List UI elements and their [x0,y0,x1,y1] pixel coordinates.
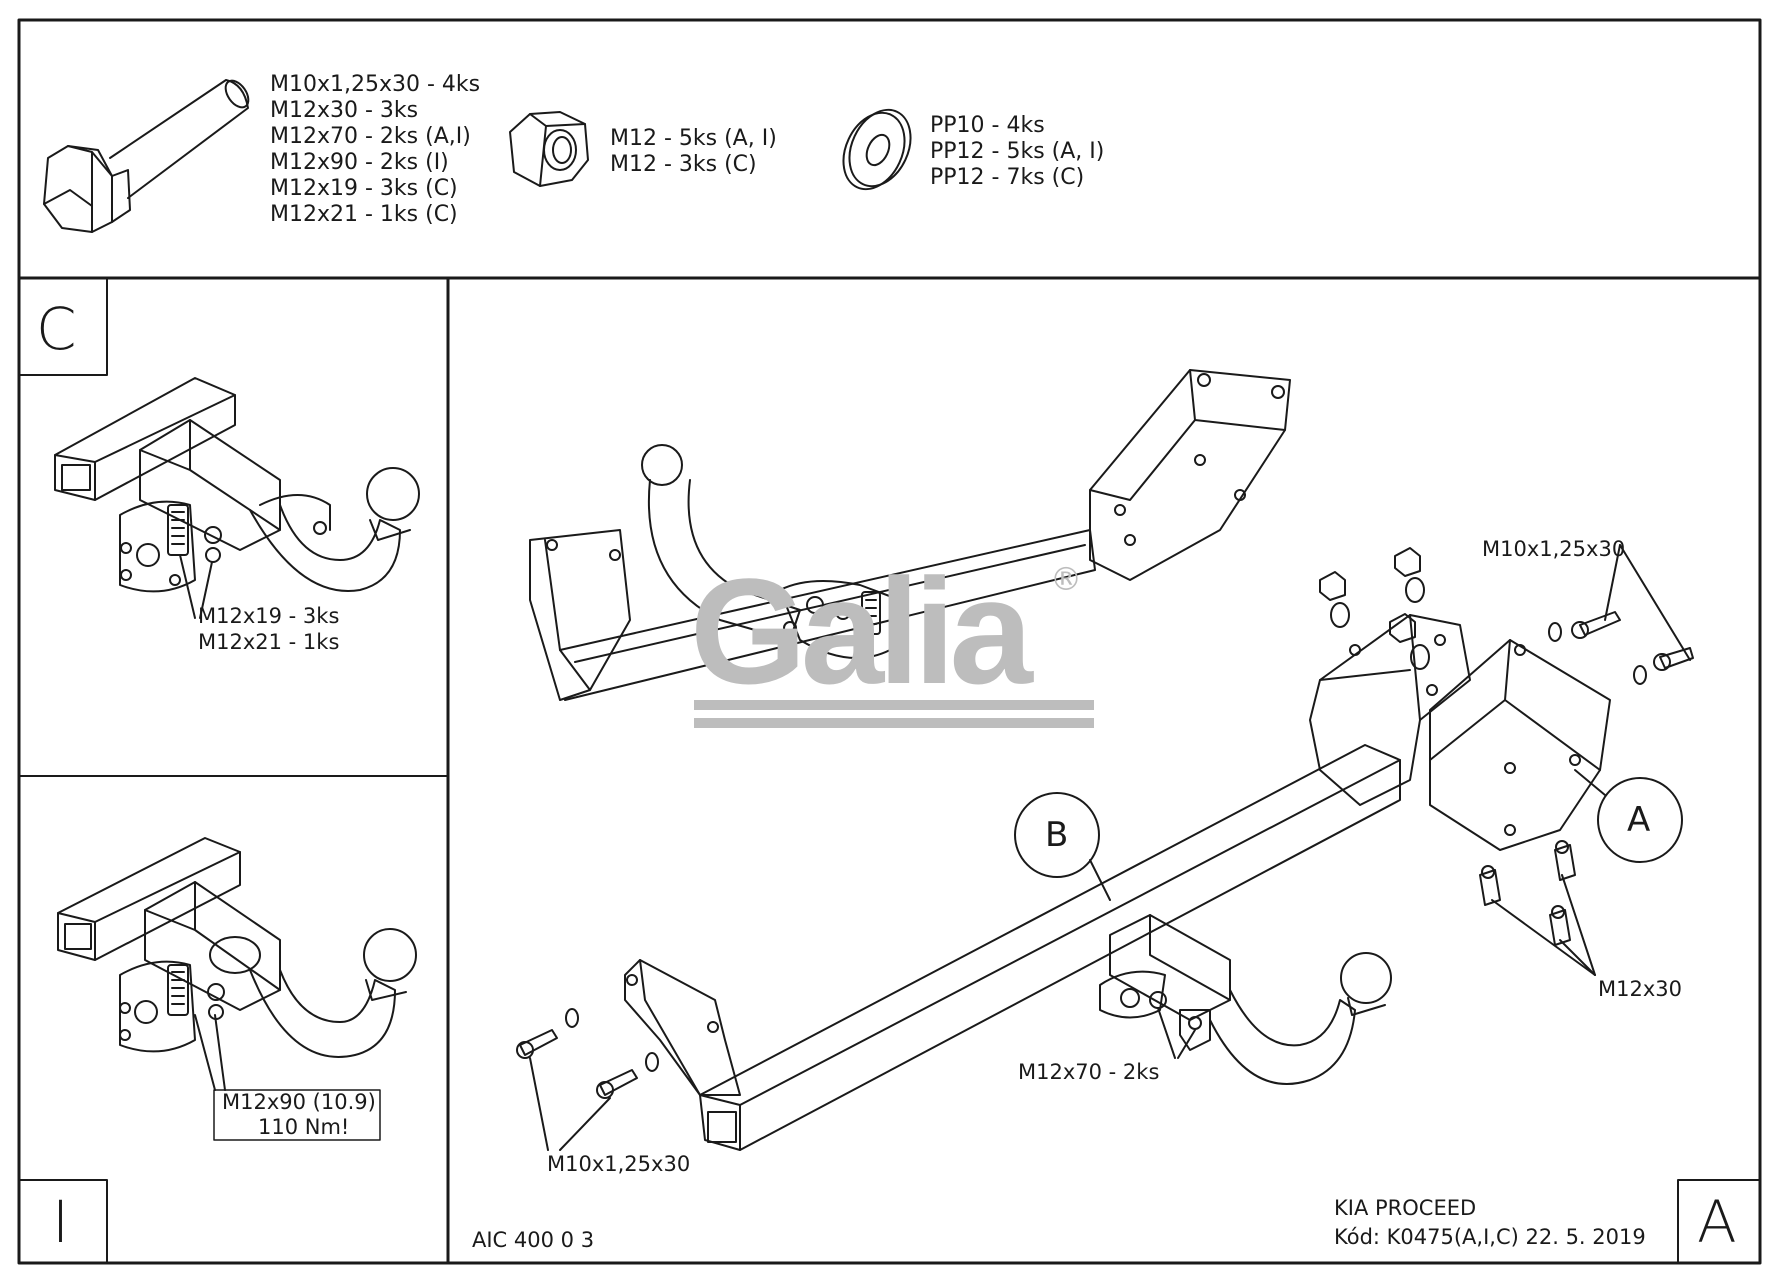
box-a [1677,1179,1761,1264]
torque-spec-label: M12x90 (10.9) [222,1090,376,1114]
code-and-date: Kód: K0475(A,I,C) 22. 5. 2019 [1334,1225,1646,1249]
m12x30-label: M12x30 [1598,977,1682,1001]
galia-watermark [694,700,1094,728]
bolt-label-top: M10x1,25x30 [1482,537,1626,561]
outer-frame [17,18,1762,1265]
panel-i-letter: I [52,1188,70,1256]
washer-item: PP12 - 7ks (C) [930,165,1085,190]
bolt-label-left: M10x1,25x30 [547,1152,691,1176]
galia-logo: Galia [690,547,1033,715]
washer-item: PP12 - 5ks (A, I) [930,139,1105,164]
main-assembled-drawing [529,369,1291,701]
panel-i-drawing [57,837,417,1141]
panel-c-drawing [54,377,420,619]
callout-b: B [1045,815,1069,855]
m12x70-label: M12x70 - 2ks [1018,1060,1160,1084]
bolt-item: M12x30 - 3ks [270,98,419,123]
bolt-list: M10x1,25x30 - 4ks M12x30 - 3ks M12x70 - … [270,72,480,228]
panel-c-letter: C [36,295,77,363]
bolt-item: M12x19 - 3ks (C) [270,176,458,201]
callout-circle-a [1597,777,1683,863]
bolt-item: M10x1,25x30 - 4ks [270,72,481,97]
washer-item: PP10 - 4ks [930,113,1045,138]
bolt-item: M12x21 - 1ks (C) [270,202,458,227]
bolt-drawing [43,79,250,233]
callout-circle-b [1014,792,1100,878]
nut-item: M12 - 5ks (A, I) [610,126,777,151]
nut-item: M12 - 3ks (C) [610,152,757,177]
panel-c-label: M12x19 - 3ks [198,604,340,628]
torque-label-box [213,1089,381,1141]
torque-value-label: 110 Nm! [258,1115,350,1139]
panel-a-letter: A [1697,1188,1737,1256]
washer-list: PP10 - 4ks PP12 - 5ks (A, I) PP12 - 7ks … [930,113,1104,191]
nut-list: M12 - 5ks (A, I) M12 - 3ks (C) [610,126,777,178]
vehicle-name: KIA PROCEED [1334,1196,1477,1220]
nut-drawing [509,111,589,187]
main-exploded-drawing [516,544,1694,1151]
drawing-code: AIC 400 0 3 [472,1228,595,1252]
washer-drawing [842,108,912,191]
box-c [18,277,108,376]
bolt-item: M12x70 - 2ks (A,I) [270,124,471,149]
bolt-item: M12x90 - 2ks (I) [270,150,449,175]
callout-a: A [1627,800,1651,840]
galia-registered-mark: ® [1050,560,1082,598]
box-i [18,1179,108,1264]
panel-c-label: M12x21 - 1ks [198,630,340,654]
